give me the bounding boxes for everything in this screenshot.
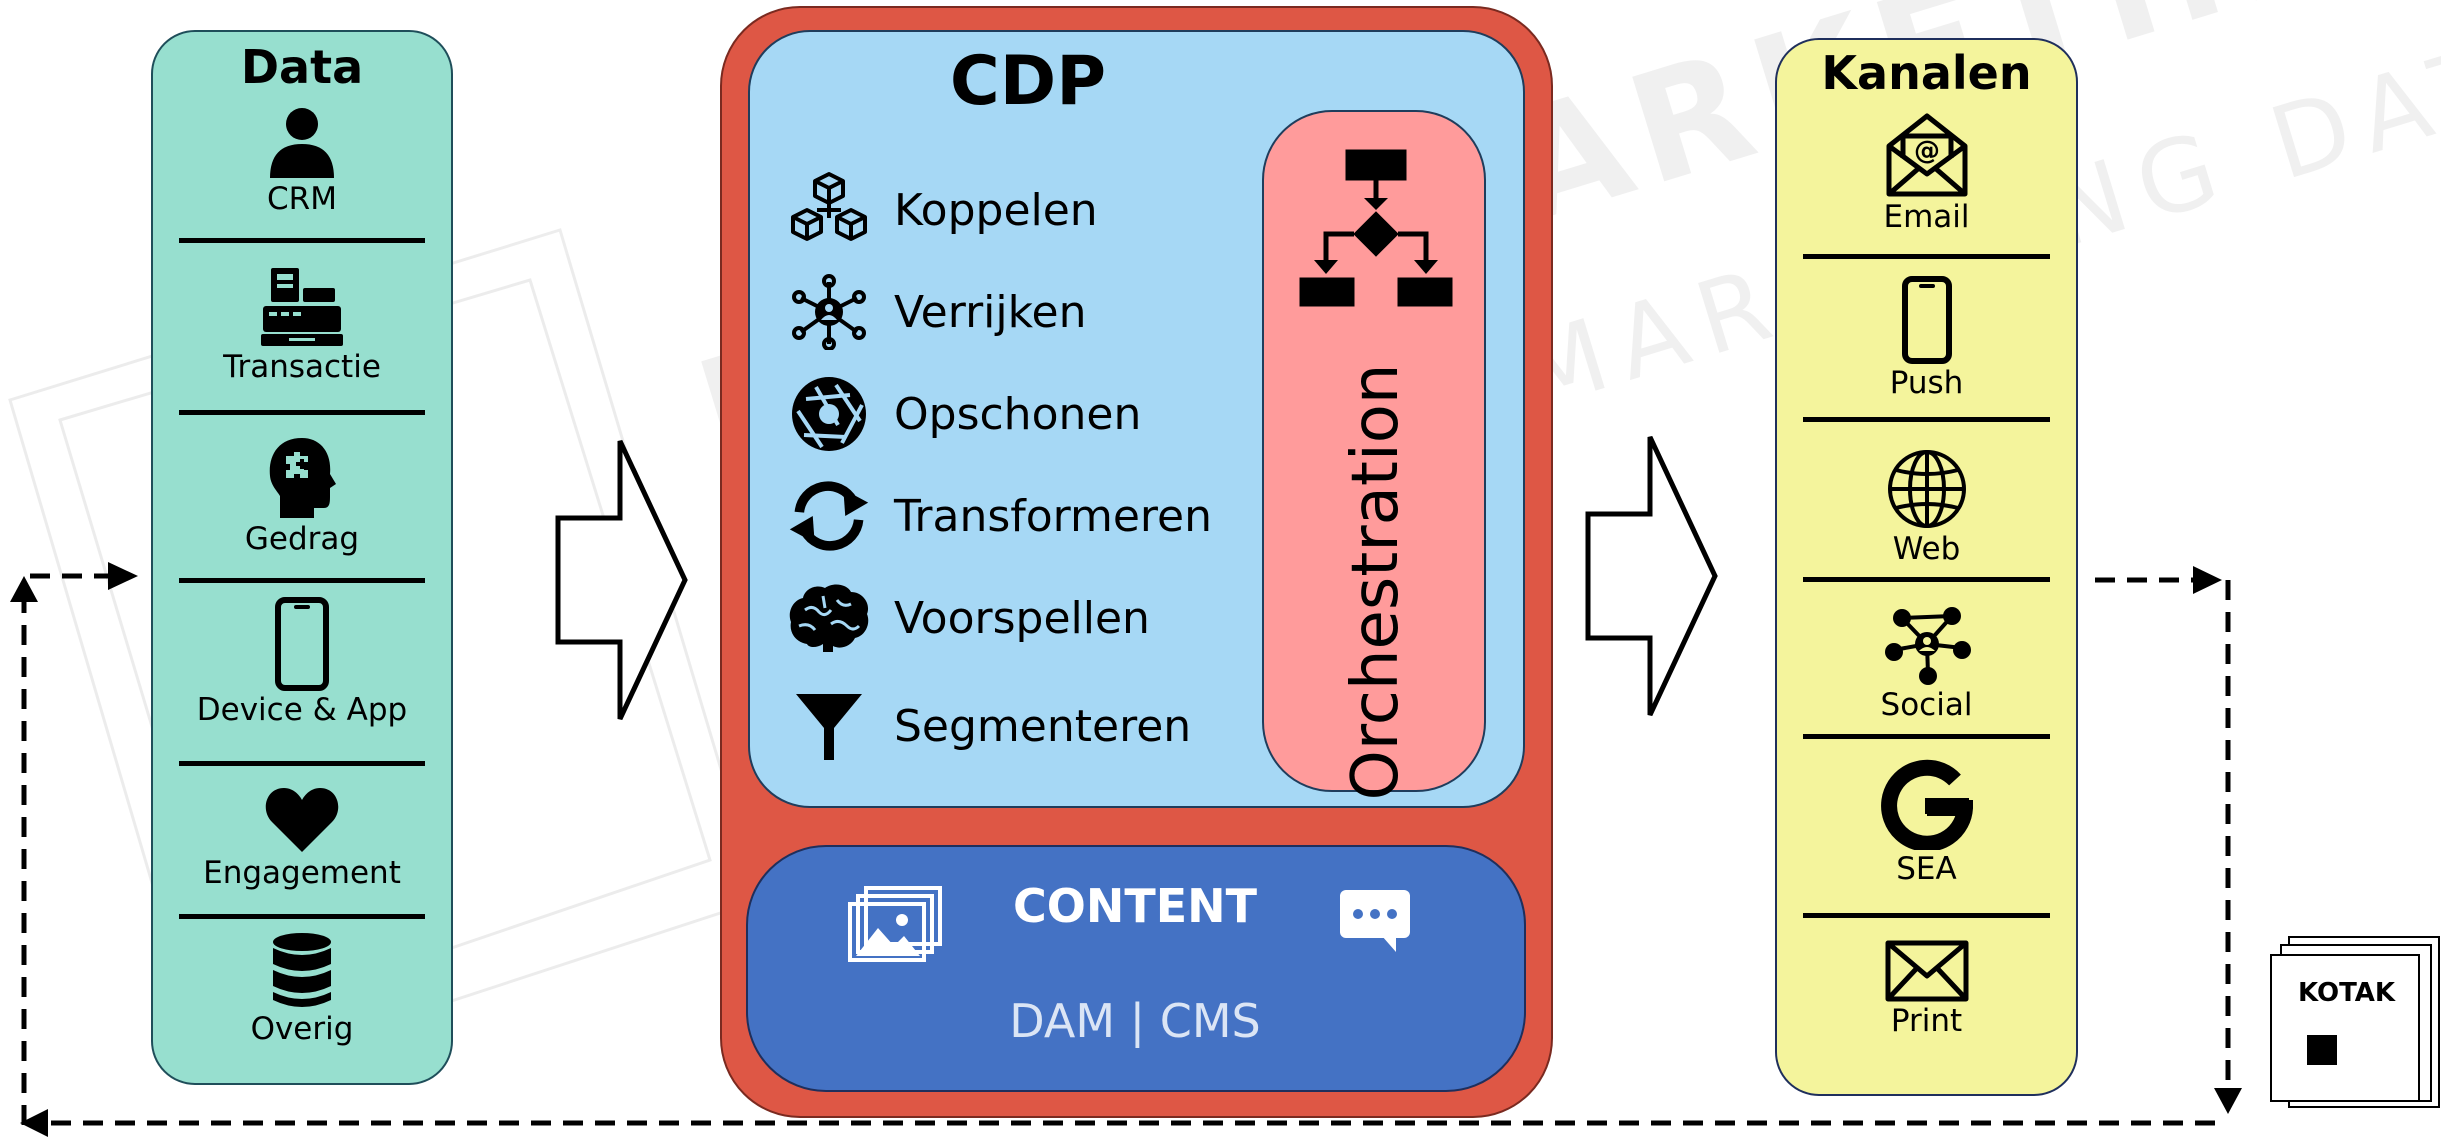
cdp-title: CDP xyxy=(949,42,1107,121)
data-panel: Data CRM Transactie Gedrag xyxy=(151,30,453,1085)
cdp-feature-segmenteren: Segmenteren xyxy=(786,686,1191,766)
content-title: CONTENT xyxy=(1012,879,1258,933)
cdp-feature-voorspellen: Voorspellen xyxy=(786,578,1150,658)
flowchart-icon xyxy=(1299,149,1453,307)
orchestration-label: Orchestration xyxy=(1339,363,1413,801)
divider xyxy=(179,578,425,583)
divider xyxy=(1803,734,2050,739)
cdp-feature-verrijken: Verrijken xyxy=(786,272,1086,352)
data-item-overig: Overig xyxy=(153,932,451,1048)
cdp-feature-transformeren: Transformeren xyxy=(786,476,1212,556)
divider xyxy=(179,761,425,766)
cdp-feature-label: Opschonen xyxy=(894,388,1142,440)
cdp-feature-label: Verrijken xyxy=(894,286,1087,338)
kanaal-item-label: Email xyxy=(1883,199,1970,235)
divider xyxy=(1803,417,2050,422)
kanaal-item-push: Push xyxy=(1777,276,2076,402)
data-item-transactie: Transactie xyxy=(153,266,451,386)
data-item-device-app: Device & App xyxy=(153,597,451,729)
divider xyxy=(179,914,425,919)
data-item-gedrag: Gedrag xyxy=(153,436,451,558)
social-network-icon xyxy=(1884,607,1971,685)
kanaal-item-label: Web xyxy=(1892,531,1961,567)
kanalen-panel-title: Kanalen xyxy=(1821,46,2032,100)
aperture-icon xyxy=(792,377,866,451)
divider xyxy=(179,238,425,243)
logo-frame xyxy=(2270,954,2420,1102)
kanaal-item-email: @ Email xyxy=(1777,112,2076,236)
content-subtitle: DAM | CMS xyxy=(1009,994,1261,1048)
kanaal-item-label: Social xyxy=(1880,687,1973,723)
divider xyxy=(1803,254,2050,259)
loop-arrowhead-left xyxy=(20,1109,48,1137)
svg-text:@: @ xyxy=(1914,136,1940,166)
logo-text: KOTAK xyxy=(2298,978,2396,1008)
kanaal-item-label: Push xyxy=(1889,365,1964,401)
data-item-label: Gedrag xyxy=(244,521,360,557)
divider xyxy=(1803,913,2050,918)
data-panel-title: Data xyxy=(240,40,364,94)
divider xyxy=(179,410,425,415)
data-item-crm: CRM xyxy=(153,106,451,218)
cdp-feature-label: Koppelen xyxy=(894,184,1098,236)
kanaal-item-label: SEA xyxy=(1896,851,1957,887)
cdp-feature-label: Segmenteren xyxy=(894,700,1192,752)
brain-icon xyxy=(789,584,869,652)
envelope-icon xyxy=(1885,940,1968,1002)
loop-arrowhead-right xyxy=(2193,566,2222,594)
google-icon xyxy=(1880,759,1973,850)
person-icon xyxy=(270,108,334,178)
cash-register-icon xyxy=(261,268,343,346)
kanaal-item-sea: SEA xyxy=(1777,758,2076,888)
kanaal-item-print: Print xyxy=(1777,940,2076,1040)
cubes-icon xyxy=(791,172,867,241)
heart-icon xyxy=(265,788,339,852)
images-icon xyxy=(848,886,942,962)
loop-arrowhead-into-data xyxy=(108,562,138,590)
loop-arrowhead-down xyxy=(2214,1088,2242,1114)
email-envelope-icon: @ xyxy=(1886,113,1967,197)
cdp-feature-koppelen: Koppelen xyxy=(786,170,1098,250)
globe-icon xyxy=(1887,450,1966,528)
cdp-feature-opschonen: Opschonen xyxy=(786,374,1141,454)
smartphone-icon xyxy=(275,597,329,691)
data-item-label: Device & App xyxy=(196,692,408,728)
network-icon xyxy=(792,274,866,350)
head-puzzle-icon xyxy=(269,438,336,518)
sync-icon xyxy=(789,481,869,551)
loop-arrowhead-up xyxy=(10,576,38,602)
data-item-engagement: Engagement xyxy=(153,784,451,892)
flow-arrow-data-to-cdp xyxy=(555,439,688,721)
data-item-label: CRM xyxy=(267,181,337,217)
divider xyxy=(1803,577,2050,582)
orchestration-box: Orchestration xyxy=(1262,110,1486,800)
data-item-label: Transactie xyxy=(223,349,381,385)
logo-square xyxy=(2307,1035,2337,1065)
cdp-feature-label: Transformeren xyxy=(894,490,1213,542)
smartphone-icon xyxy=(1901,276,1952,364)
data-item-label: Overig xyxy=(250,1011,354,1047)
cdp-feature-label: Voorspellen xyxy=(894,592,1150,644)
kanaal-item-social: Social xyxy=(1777,604,2076,724)
database-icon xyxy=(273,933,331,1007)
flow-arrow-cdp-to-kanalen xyxy=(1585,435,1718,717)
chat-bubble-icon xyxy=(1340,890,1410,952)
kanaal-item-label: Print xyxy=(1890,1003,1963,1039)
funnel-icon xyxy=(796,694,862,760)
data-item-label: Engagement xyxy=(203,855,401,891)
kanalen-panel: Kanalen @ Email Push xyxy=(1775,38,2078,1096)
kanaal-item-web: Web xyxy=(1777,448,2076,568)
